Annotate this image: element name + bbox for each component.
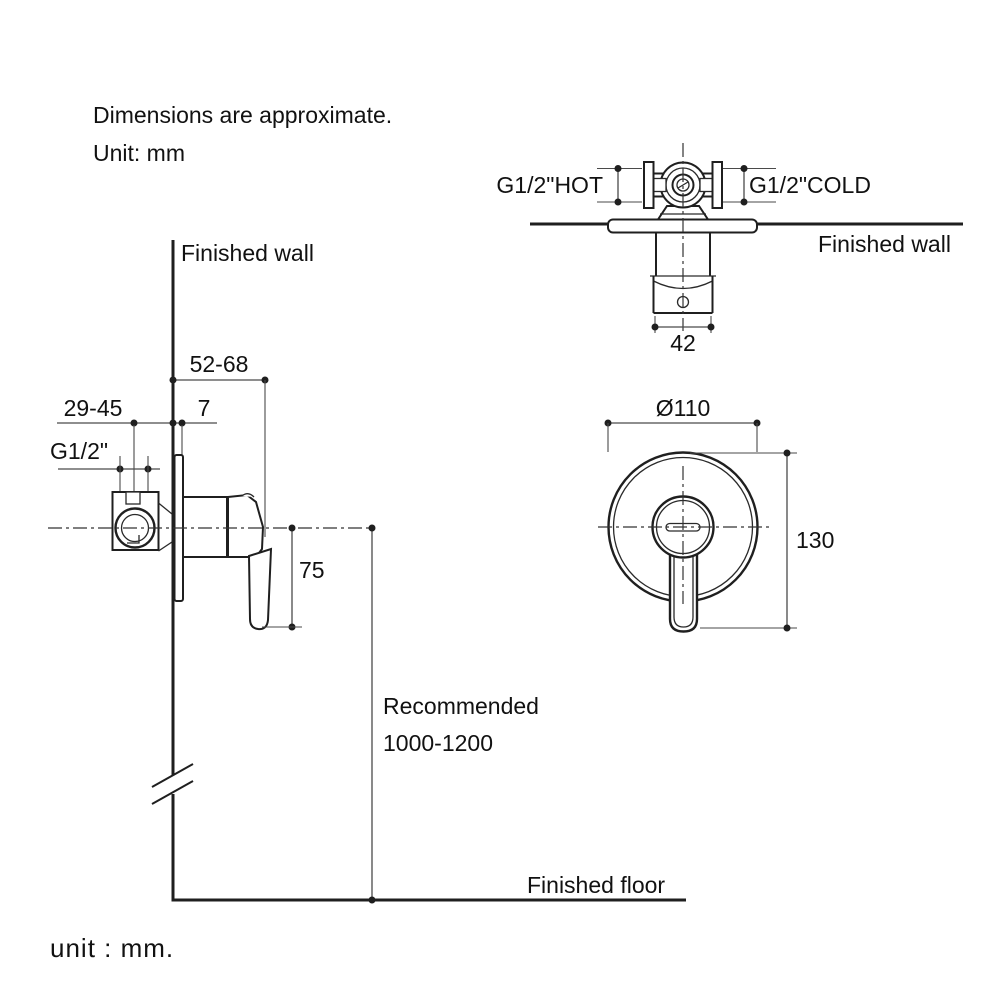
dim-handle-drop-75: 75 (262, 524, 325, 631)
dim-handle-width-42: 42 (651, 316, 715, 356)
finished-wall-line: Finished wall (151, 240, 314, 900)
dim-label-rough-in: 52-68 (190, 351, 249, 377)
dim-rough-in-52-68: 52-68 (169, 351, 269, 537)
dim-label-handle-width: 42 (670, 330, 696, 356)
finished-wall-label-top: Finished wall (818, 231, 951, 257)
finished-floor-label: Finished floor (527, 872, 665, 898)
top-view: G1/2"HOT G1/2"COLD Finished wall (496, 143, 963, 356)
valve-trim-side (173, 454, 273, 631)
dim-hot-port: G1/2"HOT (496, 165, 642, 206)
dim-diameter-110: Ø110 (604, 395, 761, 452)
dim-label-handle-drop: 75 (299, 557, 325, 583)
finished-floor-line: Finished floor (171, 872, 686, 902)
dim-label-pipe-offset: 29-45 (64, 395, 123, 421)
finished-wall-label-side: Finished wall (181, 240, 314, 266)
footer-unit-note: unit : mm. (50, 933, 174, 963)
dim-label-hot: G1/2"HOT (496, 172, 603, 198)
notes-block: Dimensions are approximate. Unit: mm (93, 102, 392, 166)
recommended-range-label: 1000-1200 (383, 730, 493, 756)
break-symbol (151, 763, 194, 805)
front-view: Ø110 130 (598, 395, 834, 633)
note-dimensions-approximate: Dimensions are approximate. (93, 102, 392, 128)
dim-label-plate-thickness: 7 (198, 395, 211, 421)
dim-height-130: 130 (690, 449, 834, 632)
side-view: 52-68 29-45 7 G1/2" (48, 240, 686, 904)
dim-label-cold: G1/2"COLD (749, 172, 871, 198)
valve-body-top (643, 161, 723, 221)
dim-label-diameter: Ø110 (656, 395, 711, 421)
dim-label-height: 130 (796, 527, 834, 553)
note-unit-mm: Unit: mm (93, 140, 185, 166)
valve-body-side (111, 491, 173, 552)
recommended-label: Recommended (383, 693, 539, 719)
dim-label-thread: G1/2" (50, 438, 108, 464)
dim-thread-g12: G1/2" (50, 438, 160, 493)
dim-cold-port: G1/2"COLD (722, 165, 871, 206)
dim-recommended-height: Recommended 1000-1200 (368, 524, 539, 904)
